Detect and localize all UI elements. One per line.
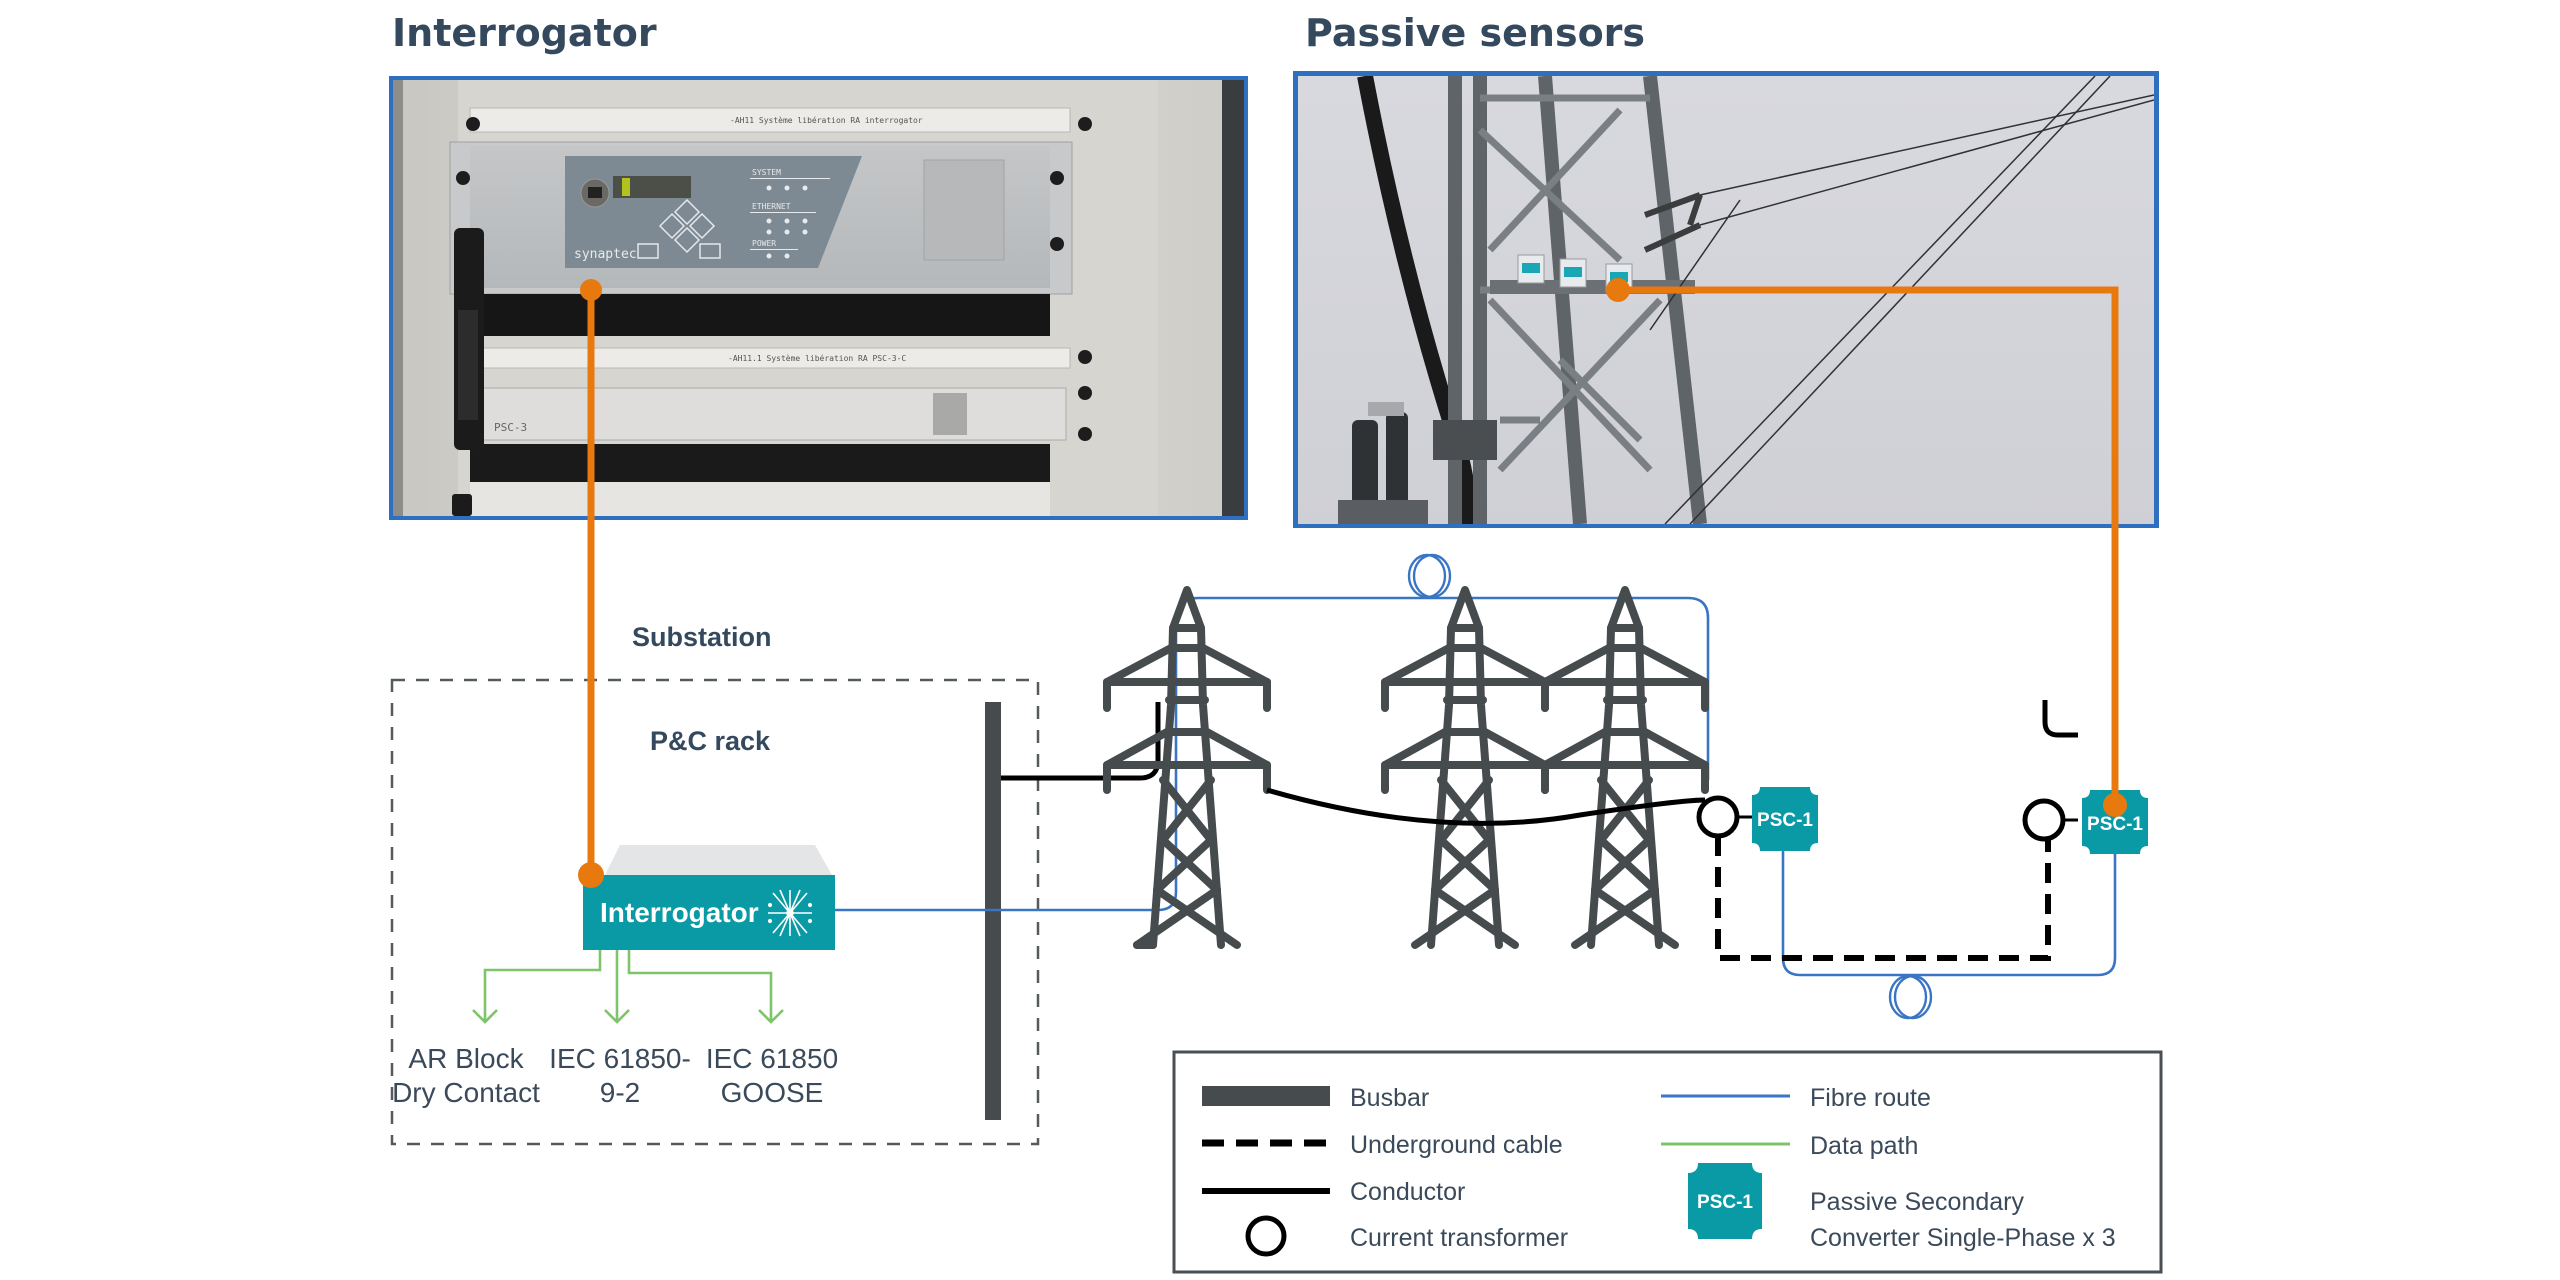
transmission-tower-3 [1541,586,1709,949]
output-iec-9-2: IEC 61850- 9-2 [549,1043,691,1108]
legend-item-data-path: Data path [1661,1132,1918,1160]
psc-1-unit-a: PSC-1 [1752,787,1818,851]
passive-sensors-title: Passive sensors [1305,11,1645,55]
transmission-tower-2 [1381,586,1549,949]
top-rail-label: -AH11 Système libération RA interrogator [730,115,923,125]
interrogator-photo: -AH11 Système libération RA interrogator [389,76,1248,520]
output-iec-goose: IEC 61850 GOOSE [706,1043,838,1108]
svg-text:Fibre route: Fibre route [1810,1084,1931,1112]
interrogator-block-label: Interrogator [600,897,759,928]
callout-passive-sensors [1606,278,2127,817]
svg-text:GOOSE: GOOSE [721,1077,824,1108]
current-transformer-1 [1696,795,1740,839]
fibre-slack-loop-bottom [1888,974,1933,1020]
svg-text:PSC-1: PSC-1 [1697,1192,1753,1213]
svg-text:Current transformer: Current transformer [1350,1224,1568,1252]
underground-cable [1715,836,2051,961]
psc3-unit-label: PSC-3 [494,421,527,434]
pc-rack-label: P&C rack [650,726,771,756]
svg-text:9-2: 9-2 [600,1077,640,1108]
conductor-busbar-to-tower [1001,702,1161,781]
legend-item-underground-cable: Underground cable [1202,1131,1563,1159]
legend-item-busbar: Busbar [1202,1084,1429,1112]
svg-text:Converter Single-Phase x 3: Converter Single-Phase x 3 [1810,1224,2116,1252]
panel-ethernet-label: ETHERNET [752,202,791,211]
svg-text:Dry Contact: Dry Contact [392,1077,540,1108]
starburst-icon [767,889,813,937]
psc-1-label-a: PSC-1 [1757,810,1813,831]
svg-text:AR Block: AR Block [408,1043,524,1074]
svg-text:Conductor: Conductor [1350,1178,1465,1206]
interrogator-block: Interrogator [583,845,835,950]
passive-sensors-photo [1293,71,2159,528]
lower-rail-label: -AH11.1 Système libération RA PSC-3-C [728,353,906,363]
output-ar-block: AR Block Dry Contact [392,1043,540,1108]
svg-text:Passive Secondary: Passive Secondary [1810,1188,2025,1216]
legend-item-conductor: Conductor [1202,1178,1465,1206]
callout-interrogator [578,279,604,888]
legend: Busbar Underground cable Conductor Curre… [1172,1050,2163,1274]
synaptec-brand: synaptec [574,247,637,262]
svg-text:Busbar: Busbar [1350,1084,1429,1112]
svg-text:IEC 61850-: IEC 61850- [549,1043,691,1074]
panel-power-label: POWER [752,239,776,248]
transmission-tower-1 [1103,586,1271,949]
panel-system-label: SYSTEM [752,168,781,177]
legend-item-fibre-route: Fibre route [1661,1084,1931,1112]
current-transformer-2 [2022,798,2066,842]
substation-boundary [390,678,1040,1146]
svg-text:IEC 61850: IEC 61850 [706,1043,838,1074]
substation-label: Substation [632,622,772,652]
legend-item-current-transformer: Current transformer [1245,1215,1568,1257]
legend-item-psc: PSC-1 Passive Secondary Converter Single… [1688,1163,2116,1252]
conductor-tower3-end [2042,700,2078,738]
conductor-overhead-span [1266,787,1706,826]
svg-text:Data path: Data path [1810,1132,1918,1160]
psc-1-unit-b: PSC-1 [2082,790,2148,854]
psc-1-label-b: PSC-1 [2087,814,2143,835]
data-paths [472,950,784,1024]
interrogator-title: Interrogator [392,11,657,55]
fibre-slack-loop-top [1407,553,1452,599]
svg-text:Underground cable: Underground cable [1350,1131,1563,1159]
